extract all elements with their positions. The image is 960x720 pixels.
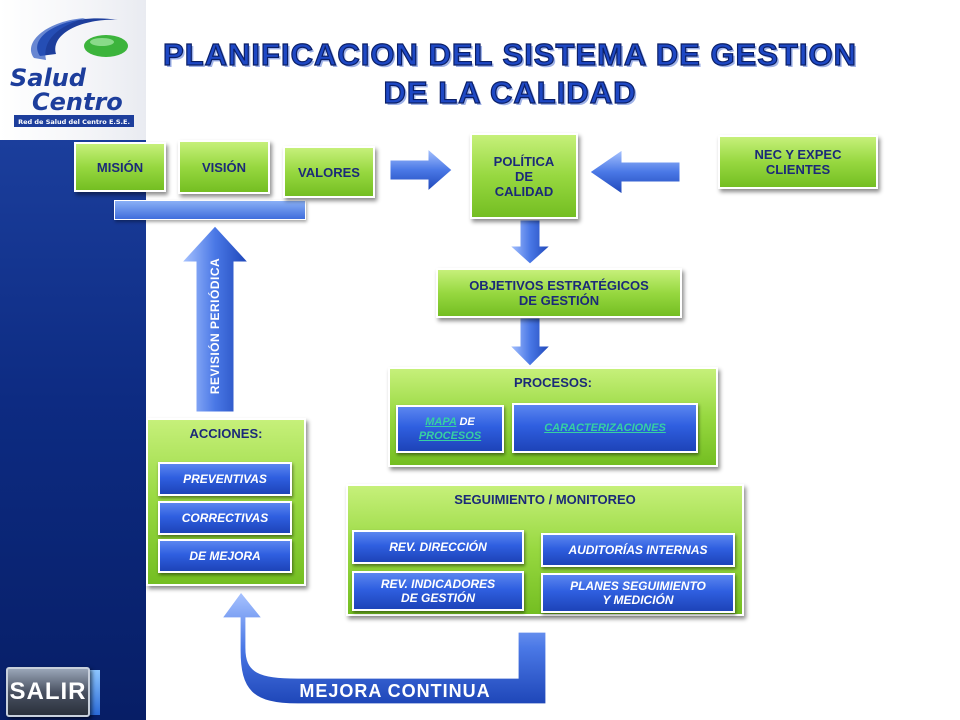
politica-line1: POLÍTICA <box>493 153 555 169</box>
politica-line3: CALIDAD <box>494 183 554 199</box>
caracterizaciones-text[interactable]: CARACTERIZACIONES <box>544 422 666 434</box>
svg-text:Red de Salud del Centro E.S.E.: Red de Salud del Centro E.S.E. <box>18 118 130 126</box>
objetivos-line2: DE GESTIÓN <box>518 293 600 308</box>
auditorias-label: AUDITORÍAS INTERNAS <box>568 543 708 557</box>
revision-periodica-wrap: REVISIÓN PERIÓDICA <box>145 258 285 394</box>
svg-text:Centro: Centro <box>32 88 123 116</box>
politica-calidad-box[interactable]: POLÍTICA DE CALIDAD <box>470 133 578 219</box>
sidebar-band <box>0 140 146 720</box>
mvv-connector-bar <box>114 200 306 220</box>
planes-line2: Y MEDICIÓN <box>602 593 674 607</box>
objetivos-estrategicos-box[interactable]: OBJETIVOS ESTRATÉGICOS DE GESTIÓN <box>436 268 682 318</box>
vision-box[interactable]: VISIÓN <box>178 140 270 194</box>
acciones-title: ACCIONES: <box>189 426 263 441</box>
u-arrow-icon <box>220 591 547 705</box>
nec-expec-line2: CLIENTES <box>765 162 831 177</box>
mision-label: MISIÓN <box>96 159 144 175</box>
correctivas-button[interactable]: CORRECTIVAS <box>158 501 292 535</box>
procesos-title: PROCESOS: <box>513 375 592 390</box>
politica-line2: DE <box>514 168 534 184</box>
planes-line1: PLANES SEGUIMIENTO <box>570 579 706 593</box>
correctivas-label: CORRECTIVAS <box>181 511 269 525</box>
rev-indicadores-line1: REV. INDICADORES <box>380 577 496 591</box>
revision-periodica-label: REVISIÓN PERIÓDICA <box>207 257 222 395</box>
auditorias-internas-button[interactable]: AUDITORÍAS INTERNAS <box>541 533 735 567</box>
rev-direccion-label: REV. DIRECCIÓN <box>389 540 487 554</box>
page-title: PLANIFICACION DEL SISTEMA DE GESTION DE … <box>150 36 870 112</box>
nec-expec-line1: NEC Y EXPEC <box>754 147 842 162</box>
salir-button-edge <box>90 670 100 715</box>
salir-button[interactable]: SALIR <box>6 667 90 717</box>
page-title-line1: PLANIFICACION DEL SISTEMA DE GESTION <box>162 36 857 72</box>
salud-centro-logo: Salud Centro Red de Salud del Centro E.S… <box>6 6 142 134</box>
nec-expec-clientes-box[interactable]: NEC Y EXPEC CLIENTES <box>718 135 878 189</box>
mapa-de-text: DE <box>459 416 475 428</box>
rev-indicadores-line2: DE GESTIÓN <box>400 591 475 605</box>
valores-box[interactable]: VALORES <box>283 146 375 198</box>
svg-text:Salud: Salud <box>10 64 87 92</box>
arrow-left-icon <box>589 149 681 195</box>
preventivas-button[interactable]: PREVENTIVAS <box>158 462 292 496</box>
valores-label: VALORES <box>298 164 360 180</box>
de-mejora-label: DE MEJORA <box>189 549 261 563</box>
procesos-link-text[interactable]: PROCESOS <box>418 430 482 442</box>
logo-swoosh-icon: Salud Centro Red de Salud del Centro E.S… <box>10 18 134 127</box>
arrow-right-icon <box>389 147 453 193</box>
mejora-continua-label: MEJORA CONTINUA <box>299 680 491 701</box>
rev-indicadores-button[interactable]: REV. INDICADORES DE GESTIÓN <box>352 571 524 611</box>
rev-direccion-button[interactable]: REV. DIRECCIÓN <box>352 530 524 564</box>
planes-seguimiento-button[interactable]: PLANES SEGUIMIENTO Y MEDICIÓN <box>541 573 735 613</box>
mapa-link-text[interactable]: MAPA <box>425 416 457 428</box>
preventivas-label: PREVENTIVAS <box>183 472 267 486</box>
arrow-up-icon <box>180 225 250 413</box>
seguimiento-title: SEGUIMIENTO / MONITOREO <box>454 492 636 507</box>
arrow-down-icon-2 <box>508 317 552 367</box>
mapa-procesos-link[interactable]: MAPA DE PROCESOS <box>396 405 504 453</box>
mision-box[interactable]: MISIÓN <box>74 142 166 192</box>
de-mejora-button[interactable]: DE MEJORA <box>158 539 292 573</box>
vision-label: VISIÓN <box>201 159 247 175</box>
caracterizaciones-link[interactable]: CARACTERIZACIONES <box>512 403 698 453</box>
arrow-down-icon <box>508 219 552 265</box>
objetivos-line1: OBJETIVOS ESTRATÉGICOS <box>469 278 649 293</box>
page-title-line2: DE LA CALIDAD <box>383 74 637 110</box>
